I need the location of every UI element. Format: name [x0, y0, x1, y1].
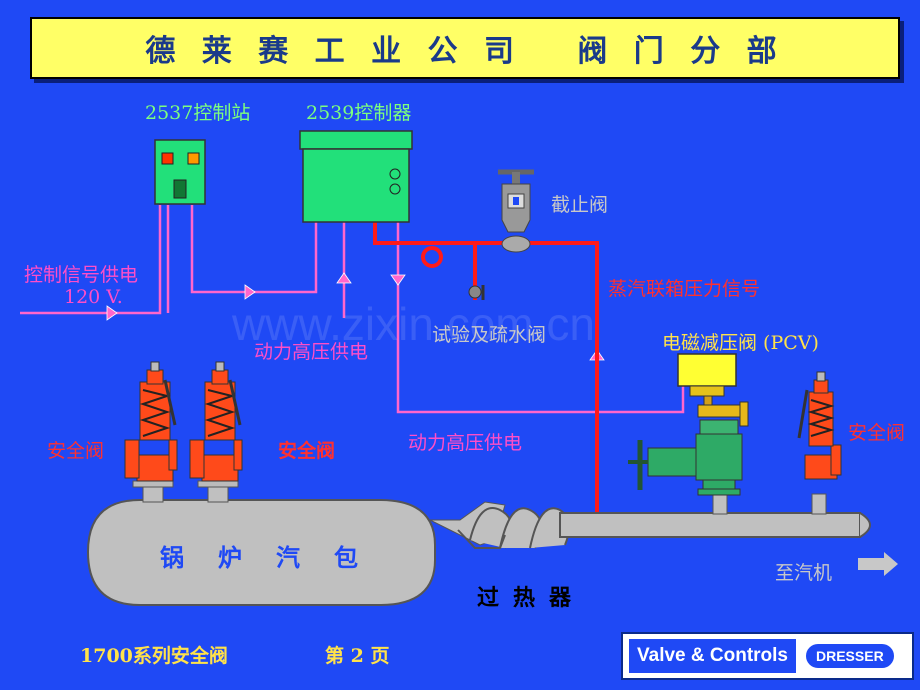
logo-text: Valve & Controls [629, 639, 796, 673]
signal-line-controller [190, 205, 318, 294]
dresser-logo: DRESSER [806, 644, 894, 668]
control-station-box [154, 139, 206, 205]
company-logo: Valve & Controls DRESSER [621, 632, 914, 680]
arrow-icon [390, 274, 406, 286]
label-superheater: 过热器 [477, 586, 586, 611]
boiler-drum [86, 480, 436, 606]
label-steam-signal: 蒸汽联箱压力信号 [608, 278, 761, 300]
coil-icon [421, 246, 443, 268]
safety-valve-icon [124, 361, 178, 482]
label-safety-valve-1: 安全阀 [47, 440, 105, 462]
label-pcv: 电磁减压阀 (PCV) [662, 332, 819, 354]
label-control-station: 2537控制站 [145, 102, 251, 124]
label-signal-voltage: 120 V. [64, 286, 123, 308]
arrow-icon [244, 284, 256, 300]
footer-page: 第 2 页 [325, 645, 390, 667]
safety-valve-icon [797, 371, 842, 480]
footer-series: 1700系列安全阀 [80, 645, 228, 667]
signal-line-station [20, 205, 162, 315]
arrow-icon [336, 272, 352, 284]
label-controller: 2539控制器 [306, 102, 412, 124]
stop-valve-icon [498, 169, 534, 253]
steam-signal-line [373, 222, 599, 515]
safety-valve-icon [189, 361, 243, 482]
label-safety-valve-3: 安全阀 [848, 422, 906, 444]
test-drain-valve-icon [468, 285, 485, 300]
label-boiler-drum: 锅炉汽包 [160, 544, 392, 572]
pcv-valve-icon [628, 353, 749, 496]
title-bar: 德 莱 赛 工 业 公 司 阀 门 分 部 [30, 17, 900, 79]
watermark: www.zixin.com.cn [231, 298, 595, 350]
turbine-arrow-icon [858, 552, 898, 576]
page-title: 德 莱 赛 工 业 公 司 阀 门 分 部 [145, 34, 785, 69]
label-hp-power-2: 动力高压供电 [408, 432, 523, 454]
signal-lines [20, 205, 685, 414]
arrow-icon [106, 305, 118, 321]
label-to-turbine: 至汽机 [775, 562, 833, 584]
label-signal-power: 控制信号供电 [24, 264, 139, 286]
controller-box [299, 130, 413, 223]
steam-lines [373, 222, 599, 515]
superheater [429, 493, 871, 549]
label-stop-valve: 截止阀 [551, 194, 609, 216]
label-safety-valve-2: 安全阀 [278, 440, 336, 462]
label-hp-power-1: 动力高压供电 [254, 341, 369, 363]
signal-line-pcv [396, 222, 685, 414]
label-test-drain: 试验及疏水阀 [432, 324, 547, 346]
